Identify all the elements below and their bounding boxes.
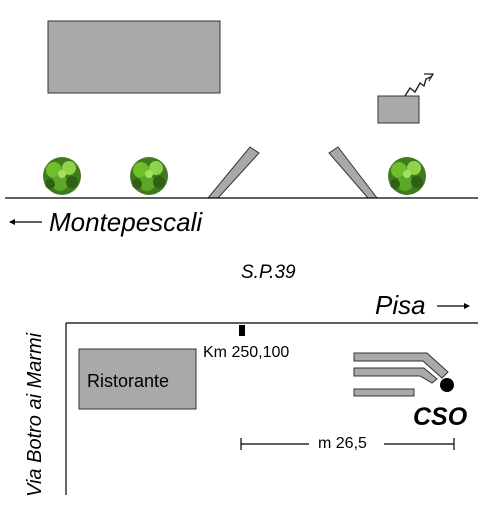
label-ristorante: Ristorante: [87, 371, 170, 391]
label-distance: m 26,5: [318, 435, 367, 452]
building-large: [47, 20, 221, 94]
entrance-left: [206, 146, 260, 199]
track-lower: [353, 388, 415, 397]
track-upper: [353, 352, 449, 379]
label-km: Km 250,100: [203, 344, 290, 361]
building-small: [377, 95, 420, 124]
location-dot-icon: [440, 378, 454, 392]
label-via-botro: Via Botro ai Marmi: [24, 332, 46, 497]
label-pisa: Pisa: [375, 290, 426, 320]
flag-icon: [404, 73, 435, 97]
building-ristorante: [78, 348, 197, 410]
entrance-right: [328, 146, 379, 199]
label-road-sp39: S.P.39: [241, 262, 296, 283]
label-montepescali: Montepescali: [49, 207, 203, 237]
tree-icon: [43, 157, 81, 195]
distance-dimension: [240, 438, 455, 450]
arrow-left-icon: [9, 219, 42, 225]
tree-icon: [388, 157, 426, 195]
km-marker: [239, 325, 245, 336]
tree-icon: [130, 157, 168, 195]
track-middle: [353, 367, 438, 384]
label-cso: CSO: [413, 403, 468, 431]
arrow-right-icon: [437, 303, 470, 309]
